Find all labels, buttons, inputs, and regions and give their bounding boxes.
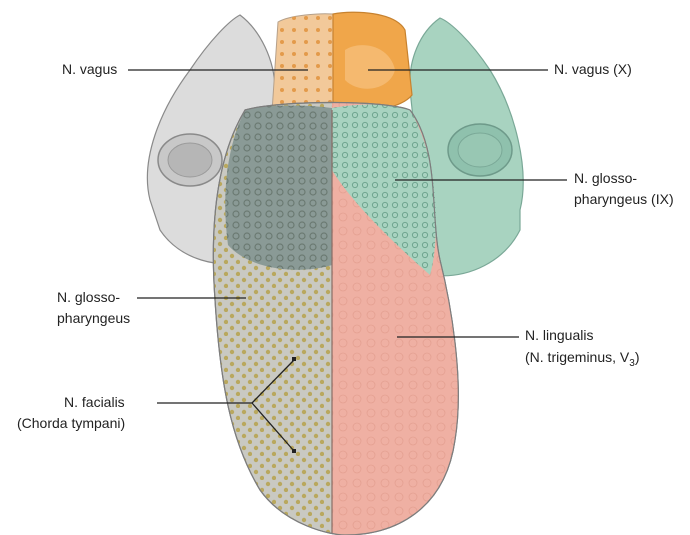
label-glosso-left-line2: pharyngeus (57, 309, 130, 328)
label-glosso-right-line1: N. glosso- (574, 169, 637, 188)
label-vagus-left: N. vagus (62, 60, 117, 79)
label-glosso-right-line2: pharyngeus (IX) (574, 190, 674, 209)
label-lingualis-line2: (N. trigeminus, V3) (525, 348, 639, 373)
label-glosso-left-line1: N. glosso- (57, 288, 120, 307)
label-lingualis-line1: N. lingualis (525, 326, 593, 345)
label-facialis-line2: (Chorda tympani) (17, 414, 125, 433)
tongue-body (213, 103, 458, 535)
label-facialis-line1: N. facialis (64, 393, 125, 412)
label-vagus-right: N. vagus (X) (554, 60, 632, 79)
